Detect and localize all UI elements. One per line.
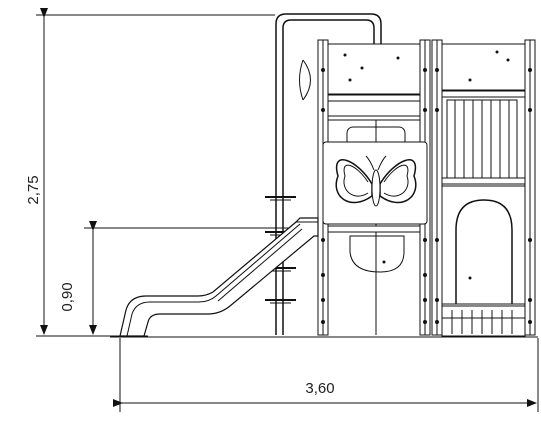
right-tower bbox=[431, 39, 536, 337]
butterfly-icon bbox=[335, 155, 417, 207]
post-bolts-right bbox=[435, 68, 532, 324]
slide bbox=[119, 217, 319, 337]
back-frame bbox=[265, 13, 382, 335]
total-height-label: 2,75 bbox=[25, 175, 42, 204]
dimension-total-length: 3,60 bbox=[113, 338, 539, 412]
base-grille bbox=[441, 305, 526, 337]
guard-bars bbox=[446, 99, 518, 179]
platform-height-label: 0,90 bbox=[59, 282, 76, 311]
total-length-label: 3,60 bbox=[305, 380, 334, 397]
dimension-total-height: 2,75 bbox=[25, 8, 275, 337]
left-tower bbox=[317, 39, 431, 336]
post-bolts bbox=[321, 68, 427, 324]
dimension-platform-height: 0,90 bbox=[59, 221, 325, 335]
